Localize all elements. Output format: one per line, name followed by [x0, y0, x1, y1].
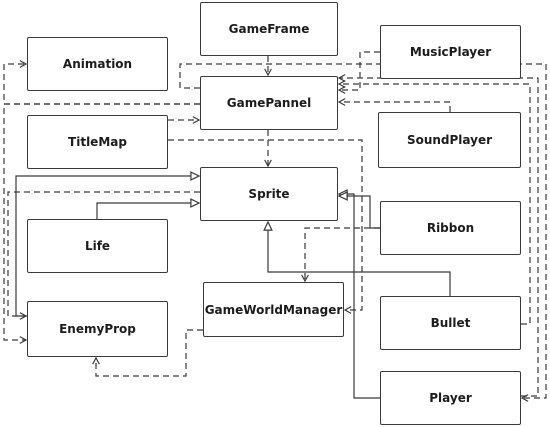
open-arrowhead-icon — [92, 356, 100, 365]
node-bullet-label: Bullet — [430, 316, 471, 330]
node-player-label: Player — [429, 391, 472, 405]
connector-gamepannel-to-player — [179, 63, 547, 402]
node-titlemap[interactable]: TitleMap — [27, 115, 168, 169]
node-animation-label: Animation — [62, 57, 133, 71]
connector-enemyprop-to-sprite — [15, 171, 201, 317]
node-titlemap-label: TitleMap — [68, 135, 127, 149]
node-ribbon[interactable]: Ribbon — [380, 201, 521, 255]
node-player[interactable]: Player — [380, 371, 521, 425]
connector-gameworldmanager-to-enemyprop — [92, 329, 203, 377]
node-ribbon-label: Ribbon — [426, 221, 475, 235]
open-arrowhead-icon — [337, 74, 346, 82]
open-arrowhead-icon — [343, 306, 352, 314]
node-soundplayer-label: SoundPlayer — [406, 133, 493, 147]
node-gameframe-label: GameFrame — [228, 22, 310, 36]
hollow-arrowhead-icon — [190, 171, 201, 181]
hollow-arrowhead-icon — [190, 198, 201, 208]
open-arrowhead-icon — [520, 394, 529, 402]
node-gameworldmanager-label: GameWorldManager — [204, 302, 343, 317]
connector-bullet-to-gamepannel — [337, 80, 531, 325]
node-animation[interactable]: Animation — [27, 37, 168, 91]
node-soundplayer[interactable]: SoundPlayer — [378, 112, 521, 168]
connector-ribbon-to-sprite — [337, 191, 380, 229]
hollow-arrowhead-icon — [337, 191, 348, 201]
node-gamepannel[interactable]: GamePannel — [200, 76, 338, 130]
connector-bullet-to-sprite — [263, 220, 451, 296]
node-sprite-label: Sprite — [248, 187, 290, 201]
connector-player-to-sprite — [337, 189, 380, 399]
connector-gamepannel-to-sprite — [264, 130, 272, 168]
node-bullet[interactable]: Bullet — [380, 296, 521, 350]
open-arrowhead-icon — [301, 274, 309, 283]
connector-gamepannel-to-animation — [3, 60, 200, 105]
open-arrowhead-icon — [192, 116, 201, 124]
node-sprite[interactable]: Sprite — [200, 167, 338, 221]
node-gameframe[interactable]: GameFrame — [200, 2, 338, 56]
node-gameworldmanager[interactable]: GameWorldManager — [203, 282, 344, 337]
open-arrowhead-icon — [337, 98, 346, 106]
node-life[interactable]: Life — [27, 219, 168, 273]
node-musicplayer[interactable]: MusicPlayer — [380, 25, 521, 79]
open-arrowhead-icon — [337, 80, 346, 88]
connector-gameframe-to-gamepannel — [264, 56, 272, 77]
open-arrowhead-icon — [337, 86, 346, 94]
node-musicplayer-label: MusicPlayer — [409, 45, 492, 59]
open-arrowhead-icon — [264, 159, 272, 168]
connector-gamepannel-to-enemyprop — [3, 103, 200, 344]
node-enemyprop-label: EnemyProp — [59, 322, 136, 336]
node-gamepannel-label: GamePannel — [226, 96, 312, 110]
hollow-arrowhead-icon — [263, 220, 273, 231]
connector-titlemap-to-gamepannel — [168, 116, 201, 124]
open-arrowhead-icon — [264, 68, 272, 77]
connector-ribbon-to-gameworldmanager — [301, 227, 380, 283]
open-arrowhead-icon — [19, 336, 28, 344]
node-life-label: Life — [84, 239, 111, 253]
open-arrowhead-icon — [19, 60, 28, 68]
node-enemyprop[interactable]: EnemyProp — [27, 301, 168, 357]
connector-musicplayer-to-gamepannel — [337, 51, 380, 94]
connector-soundplayer-to-gamepannel — [337, 98, 451, 112]
connector-life-to-sprite — [96, 198, 201, 219]
